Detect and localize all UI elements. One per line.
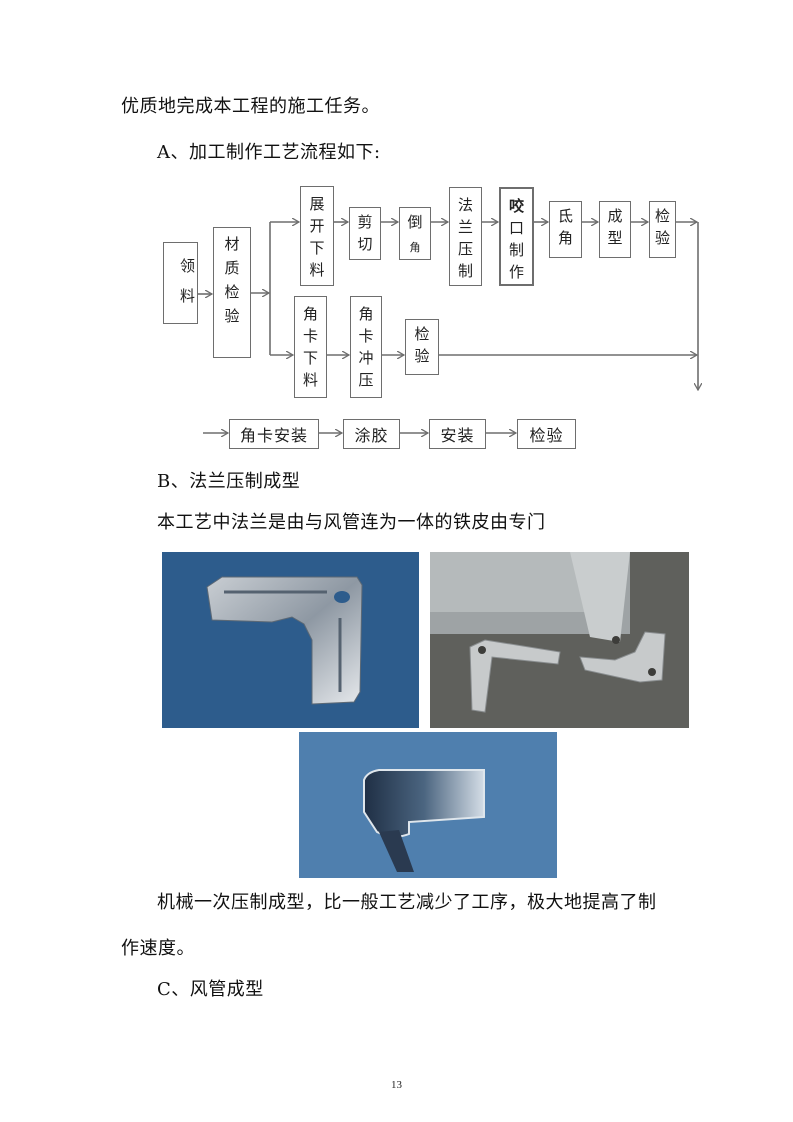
- process-flowchart: 领 料 材 质 检 验 展 开 下 料 剪 切 倒 角 法 兰 压 制 咬 口 …: [0, 0, 793, 470]
- step-char: 兰: [457, 218, 473, 236]
- step-char: 压: [457, 240, 473, 258]
- step-inspection-mid: 检 验: [405, 319, 439, 375]
- step-material-inspection: 材 质 检 验: [213, 227, 251, 358]
- step-char: 剪: [357, 213, 373, 231]
- step-char: 倒: [407, 213, 423, 231]
- flange-profile-image: [363, 769, 485, 872]
- step-char: 作: [508, 263, 524, 281]
- step-char: 制: [508, 241, 524, 259]
- step-inspection-top: 检 验: [649, 201, 676, 258]
- step-char: 材: [224, 235, 240, 253]
- step-chamfer: 倒 角: [399, 207, 431, 260]
- step-corner-clip-install: 角卡安装: [229, 419, 319, 449]
- step-install: 安装: [429, 419, 486, 449]
- flowchart-connectors: [197, 0, 793, 470]
- step-flange-press: 法 兰 压 制: [449, 187, 482, 286]
- step-char: 下: [309, 239, 325, 257]
- heading-b: B、法兰压制成型: [157, 471, 301, 492]
- step-char: 型: [607, 229, 623, 247]
- step-forming: 成 型: [599, 201, 631, 258]
- step-char: 料: [309, 261, 325, 279]
- step-char: 角: [557, 229, 573, 247]
- step-char: 展: [309, 195, 325, 213]
- step-inspection-final: 检验: [517, 419, 576, 449]
- step-char: 冲: [358, 349, 374, 367]
- paragraph-machine-line1: 机械一次压制成型，比一般工艺减少了工序，极大地提高了制: [157, 892, 657, 913]
- step-char: 验: [414, 347, 430, 365]
- step-char: 氐: [557, 207, 573, 225]
- page-number: 13: [391, 1079, 402, 1091]
- step-char: 料: [302, 371, 318, 389]
- step-char: 切: [357, 235, 373, 253]
- step-corner-clip-stamp: 角 卡 冲 压: [350, 296, 382, 398]
- step-gluing: 涂胶: [343, 419, 400, 449]
- step-corner: 氐 角: [549, 201, 582, 258]
- photo-corner-clip: [162, 552, 419, 728]
- step-shear: 剪 切: [349, 207, 381, 260]
- step-char: 检: [224, 283, 240, 301]
- step-char: 检: [414, 325, 430, 343]
- step-corner-clip-cut: 角 卡 下 料: [294, 296, 327, 398]
- step-char: 角: [409, 241, 421, 254]
- step-collect-material: 领 料: [163, 242, 198, 324]
- step-char: 下: [302, 349, 318, 367]
- step-char: 制: [457, 262, 473, 280]
- step-char: 成: [607, 207, 623, 225]
- photo-flange-profile: [299, 732, 557, 878]
- step-char: 质: [224, 259, 240, 277]
- step-char: 开: [309, 217, 325, 235]
- heading-a: A、加工制作工艺流程如下:: [157, 142, 381, 163]
- step-char: 法: [457, 196, 473, 214]
- paragraph-flange: 本工艺中法兰是由与风管连为一体的铁皮由专门: [157, 512, 546, 533]
- heading-c: C、风管成型: [157, 979, 264, 1000]
- step-char: 检: [654, 207, 670, 225]
- step-seam-making: 咬 口 制 作: [499, 187, 534, 286]
- step-char: 口: [508, 219, 524, 237]
- paragraph-machine-line2: 作速度。: [121, 938, 195, 959]
- step-char: 验: [654, 229, 670, 247]
- step-char: 角: [358, 305, 374, 323]
- paragraph-intro: 优质地完成本工程的施工任务。: [121, 96, 380, 117]
- step-char: 压: [358, 371, 374, 389]
- step-char: 卡: [358, 327, 374, 345]
- step-char: 角: [302, 305, 318, 323]
- corner-clip-image: [206, 576, 363, 705]
- step-char: 料: [179, 287, 195, 305]
- step-char: 咬: [508, 197, 524, 215]
- step-char: 卡: [302, 327, 318, 345]
- step-char: 领: [179, 257, 195, 275]
- duct-corner-image: [430, 552, 666, 713]
- photo-duct-corner: [430, 552, 689, 728]
- step-char: 验: [224, 307, 240, 325]
- step-unfold-cut: 展 开 下 料: [300, 186, 334, 286]
